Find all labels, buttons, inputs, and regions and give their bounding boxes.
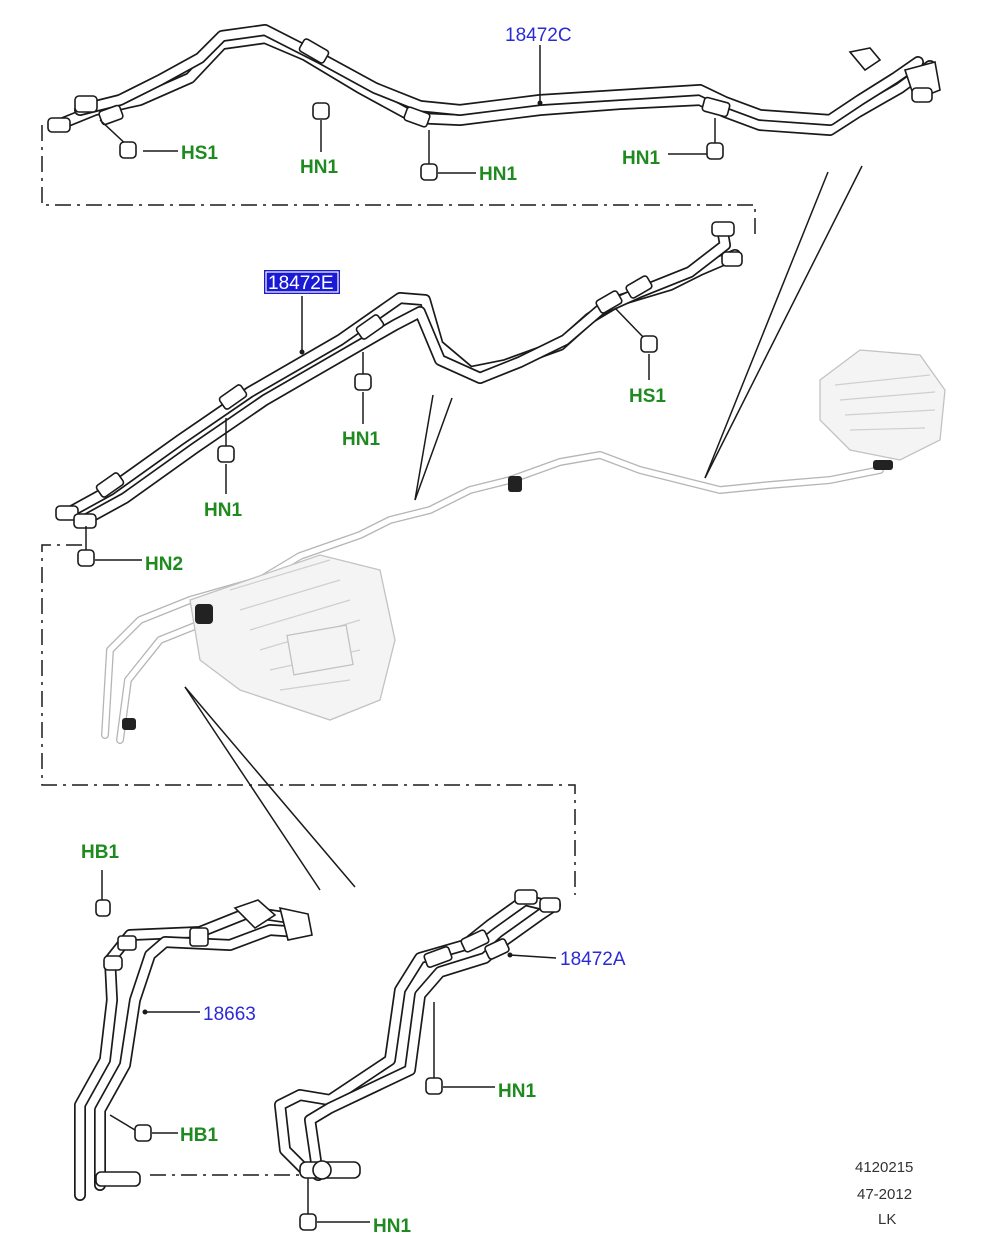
fastener-label-hn2[interactable]: HN2	[145, 554, 183, 575]
fastener-label-hn1-low-b[interactable]: HN1	[373, 1216, 411, 1235]
footer-region-code: LK	[878, 1211, 896, 1228]
callout-cones	[184, 165, 863, 891]
hose-18663[interactable]	[74, 899, 313, 1201]
hose-18472A[interactable]	[274, 889, 561, 1181]
fastener-label-hn1-top-a[interactable]: HN1	[300, 157, 338, 178]
part-label-18472C[interactable]: 18472C	[505, 25, 572, 46]
fastener-label-hs1-mid[interactable]: HS1	[629, 386, 666, 407]
part-label-18472A[interactable]: 18472A	[560, 949, 626, 970]
fastener-label-hn1-mid-b[interactable]: HN1	[204, 500, 242, 521]
footer-date-code: 47-2012	[857, 1186, 912, 1203]
fastener-label-hn1-top-b[interactable]: HN1	[479, 164, 517, 185]
fasteners-lower-left	[95, 870, 178, 1142]
fastener-label-hn1-mid-a[interactable]: HN1	[342, 429, 380, 450]
fastener-label-hs1-top[interactable]: HS1	[181, 143, 218, 164]
fasteners-top	[99, 102, 724, 181]
footer-reference-number: 4120215	[855, 1159, 913, 1176]
part-label-18663[interactable]: 18663	[203, 1004, 256, 1025]
part-label-18472E-highlight-inner	[265, 271, 339, 293]
fasteners-middle	[77, 307, 658, 567]
fastener-label-hb1-bottom[interactable]: HB1	[180, 1125, 218, 1146]
fastener-label-hb1-top[interactable]: HB1	[81, 842, 119, 863]
context-hvac-assembly-ghost	[101, 349, 946, 744]
part-label-18472E-highlight	[264, 270, 340, 294]
hose-18472E[interactable]	[55, 221, 743, 529]
part-label-18472E[interactable]: 18472E	[268, 273, 334, 294]
fasteners-lower-right	[299, 1002, 495, 1231]
hose-18472C[interactable]	[47, 24, 941, 136]
connection-dashlines	[41, 125, 756, 1176]
fastener-label-hn1-top-c[interactable]: HN1	[622, 148, 660, 169]
fastener-label-hn1-low-a[interactable]: HN1	[498, 1081, 536, 1102]
